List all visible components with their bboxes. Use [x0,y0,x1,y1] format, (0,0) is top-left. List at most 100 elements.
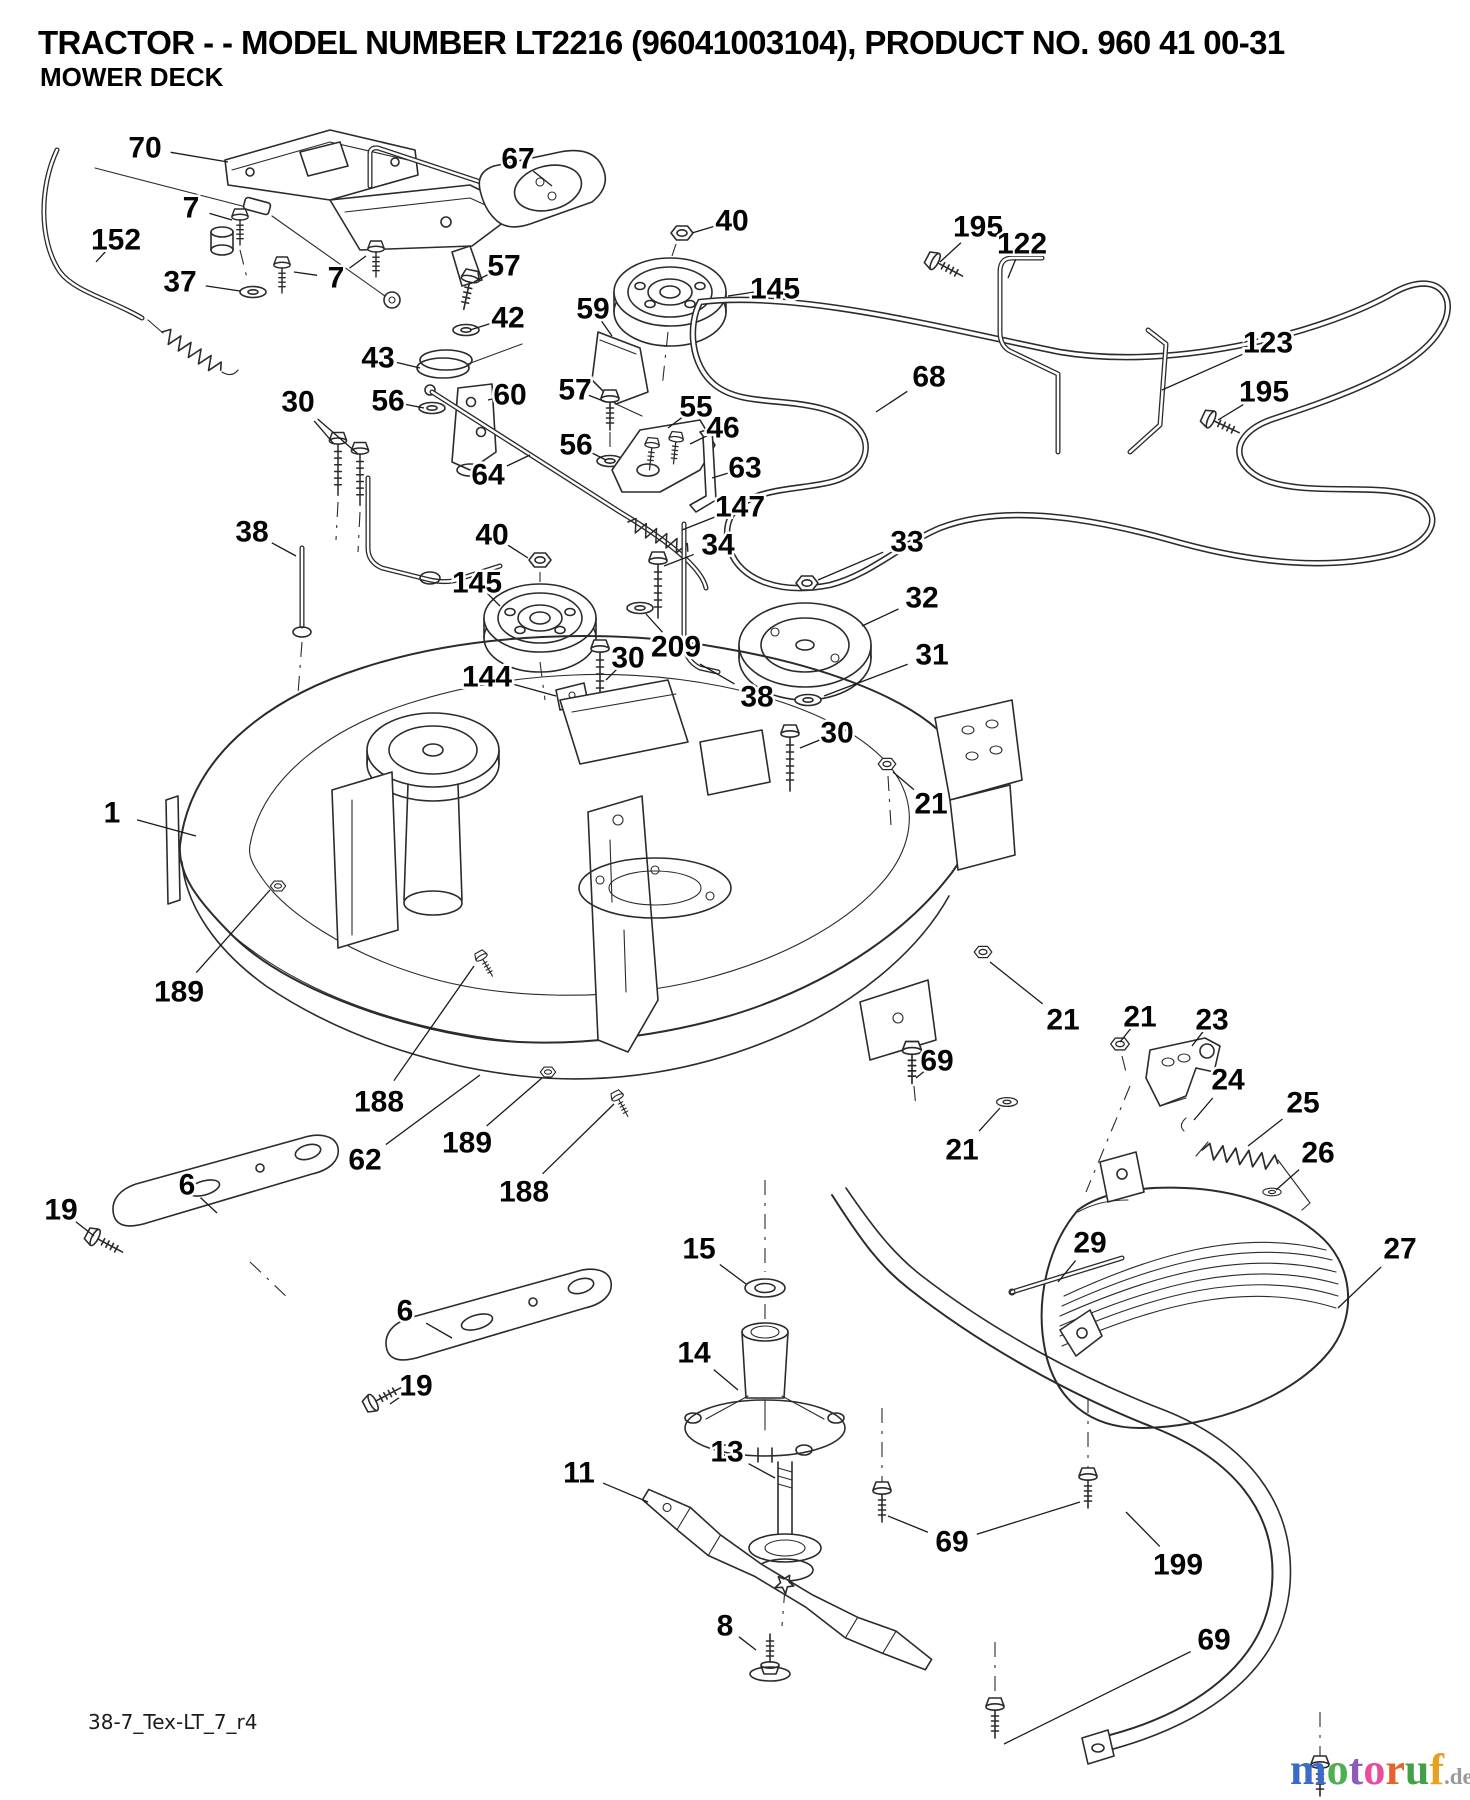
callout-56: 56 [559,429,592,462]
callout-8: 8 [717,1610,734,1643]
callout-152: 152 [91,224,141,257]
callout-21: 21 [945,1134,978,1167]
lift-link-hardware [416,267,624,477]
watermark: motoruf.de [1290,1744,1470,1795]
leader-line [1057,1260,1077,1283]
leader-line [200,1197,218,1214]
leader-line [1217,404,1244,421]
leader-line [271,542,297,557]
callout-122: 122 [997,228,1047,261]
leader-line [469,322,492,331]
leader-line [396,361,421,369]
leader-line [170,151,229,163]
callout-14: 14 [677,1337,711,1370]
callout-32: 32 [905,582,938,615]
callout-38: 38 [235,516,268,549]
leader-line [1193,1097,1214,1121]
callout-23: 23 [1195,1004,1228,1037]
watermark-letter: f [1429,1745,1444,1794]
watermark-letter: u [1404,1745,1430,1794]
stack-pulley [681,521,872,792]
leader-line [605,667,619,681]
rear-baffle [831,1187,1330,1797]
callout-59: 59 [576,293,609,326]
callout-37: 37 [163,266,196,299]
watermark-letter: o [1363,1745,1386,1794]
callout-30: 30 [820,717,853,750]
leader-line [823,663,908,697]
leader-line [1161,352,1245,391]
leader-line [349,255,367,269]
callout-15: 15 [682,1233,715,1266]
watermark-word: motoruf [1290,1745,1444,1794]
callout-69: 69 [935,1526,968,1559]
leader-line [875,390,908,413]
callout-123: 123 [1243,327,1293,360]
callout-40: 40 [475,519,508,552]
leader-line [205,285,241,292]
callout-68: 68 [912,361,945,394]
leader-line [681,515,717,531]
callout-189: 189 [442,1127,492,1160]
leader-line [486,592,501,607]
callout-57: 57 [558,374,591,407]
page-subtitle: MOWER DECK [40,62,224,92]
callout-11: 11 [563,1457,595,1490]
leader-line [887,1515,929,1533]
callout-26: 26 [1301,1137,1334,1170]
callout-7: 7 [183,192,200,225]
leader-line [317,418,359,455]
leader-line [667,415,684,429]
deck-housing [165,635,1023,1121]
leader-line [645,613,663,633]
callout-60: 60 [493,379,526,412]
callout-34: 34 [701,529,735,562]
leader-line [1119,1027,1132,1043]
leader-line [588,394,607,403]
belt-guides [922,248,1244,455]
chute-deflector [1008,1151,1350,1429]
mower-blade [641,1488,933,1671]
watermark-letter: r [1385,1745,1405,1794]
deck-key [478,149,607,228]
leader-line [727,291,754,297]
callout-25: 25 [1286,1087,1319,1120]
leader-line [915,1068,928,1079]
leader-line [976,1501,1081,1535]
leader-line [532,170,553,187]
callout-199: 199 [1153,1549,1203,1582]
callout-21: 21 [914,788,947,821]
callout-40: 40 [715,205,748,238]
leader-line [209,212,233,221]
idler-arm-plate [611,419,717,619]
callout-69: 69 [920,1045,953,1078]
leader-line [1191,1031,1204,1047]
callout-19: 19 [399,1370,432,1403]
leader-line [1247,1118,1283,1147]
leader-line [699,663,735,685]
callout-147: 147 [715,491,765,524]
callout-145: 145 [750,273,800,306]
callout-21: 21 [1123,1001,1156,1034]
leader-line [1125,1511,1161,1547]
leader-line [511,683,557,697]
leader-line [589,451,607,461]
watermark-tld: .de [1443,1764,1470,1789]
callout-62: 62 [348,1144,381,1177]
leader-line [506,454,531,467]
leader-line [542,1103,615,1175]
callout-57: 57 [487,250,520,283]
leader-line [389,1393,405,1405]
callout-31: 31 [915,639,948,672]
leader-line [978,1107,1001,1132]
watermark-letter: t [1348,1745,1364,1794]
callout-189: 189 [154,976,204,1009]
deflector-bracket-group [1085,1037,1311,1211]
leader-line [989,961,1044,1005]
callout-30: 30 [611,642,644,675]
leader-line [473,272,491,283]
document-code: 38-7_Tex-LT_7_r4 [88,1710,258,1734]
callout-55: 55 [679,391,712,424]
callout-29: 29 [1073,1227,1106,1260]
